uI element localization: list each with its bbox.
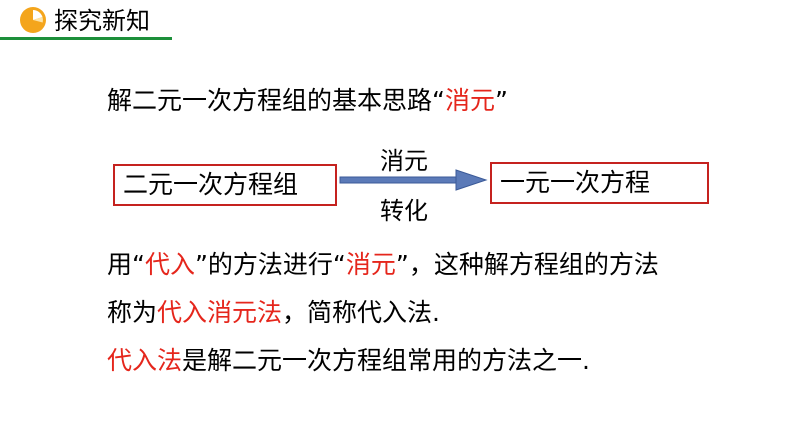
section-title: 探究新知	[54, 7, 150, 35]
intro-text: 解二元一次方程组的基本思路“	[107, 86, 445, 115]
arrow-label-convert: 转化	[380, 197, 428, 225]
pie-chart-icon	[20, 7, 46, 33]
p1-text-1: 用“	[107, 250, 145, 279]
p2-text-2: ，简称代入法.	[282, 298, 440, 327]
paragraph-line-3: 代入法是解二元一次方程组常用的方法之一.	[107, 345, 590, 377]
p1-text-2: ”的方法进行“	[194, 250, 346, 279]
paragraph-line-2: 称为代入消元法，简称代入法.	[107, 297, 440, 329]
p3-highlight-method: 代入法	[107, 346, 183, 375]
p2-highlight-method: 代入消元法	[157, 298, 283, 327]
p3-text-1: 是解二元一次方程组常用的方法之一.	[182, 346, 590, 375]
p1-highlight-substitute: 代入	[144, 250, 195, 279]
arrow-label-eliminate: 消元	[380, 147, 428, 175]
p1-text-3: ”，这种解方程组的方法	[395, 250, 659, 279]
p2-text-1: 称为	[107, 298, 158, 327]
right-arrow-icon	[339, 169, 488, 191]
source-box: 二元一次方程组	[113, 164, 337, 206]
intro-highlight: 消元	[444, 86, 495, 115]
intro-line: 解二元一次方程组的基本思路“消元”	[107, 85, 508, 117]
section-header: 探究新知	[0, 0, 180, 44]
intro-close-quote: ”	[494, 86, 508, 115]
target-box: 一元一次方程	[490, 162, 709, 204]
p1-highlight-eliminate: 消元	[345, 250, 396, 279]
source-box-label: 二元一次方程组	[123, 170, 299, 199]
paragraph-line-1: 用“代入”的方法进行“消元”，这种解方程组的方法	[107, 249, 659, 281]
header-divider	[0, 37, 172, 40]
target-box-label: 一元一次方程	[500, 168, 651, 197]
